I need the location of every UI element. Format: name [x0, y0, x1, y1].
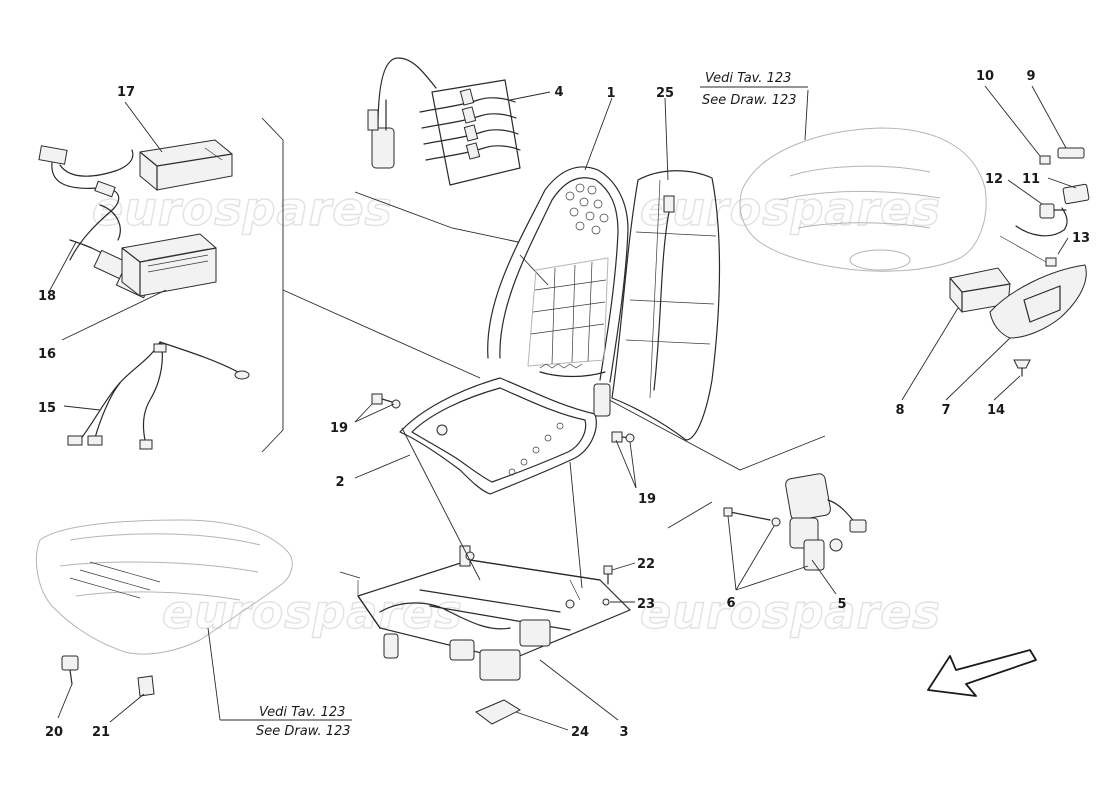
part-16-electronic-module — [121, 233, 217, 297]
part-17-control-box — [139, 139, 233, 191]
callout-23: 23 — [637, 597, 655, 612]
callout-5: 5 — [837, 597, 846, 612]
callout-20: 20 — [45, 725, 63, 740]
watermark-right: eurospares — [640, 182, 941, 236]
part-6-bolts — [723, 507, 781, 527]
part-10-pin — [1039, 155, 1051, 165]
part-1-seat-back-frame — [487, 166, 629, 383]
callout-11: 11 — [1022, 172, 1040, 187]
part-12-connector — [1039, 203, 1067, 219]
part-20-clip — [61, 655, 79, 685]
callout-4: 4 — [554, 85, 563, 100]
callout-8: 8 — [895, 403, 904, 418]
callout-21: 21 — [92, 725, 110, 740]
part-11-switch — [1062, 183, 1090, 205]
callout-24: 24 — [571, 725, 589, 740]
callout-22: 22 — [637, 557, 655, 572]
callout-13: 13 — [1072, 231, 1090, 246]
part-13-cable — [999, 207, 1068, 267]
part-21-bracket — [137, 675, 155, 697]
reference-top-line1: Vedi Tav. 123 — [705, 71, 791, 86]
arrow-down-left-icon — [927, 649, 1037, 697]
seat-cushion-ghost — [739, 127, 987, 272]
watermark-bottom-left: eurospares — [162, 585, 463, 639]
reference-bottom-line1: Vedi Tav. 123 — [259, 705, 345, 720]
callout-14: 14 — [987, 403, 1005, 418]
callout-3: 3 — [619, 725, 628, 740]
leader-lines — [49, 85, 1077, 731]
callout-16: 16 — [38, 347, 56, 362]
part-19-fasteners — [371, 393, 635, 443]
callout-17: 17 — [117, 85, 135, 100]
reference-top: Vedi Tav. 123 See Draw. 123 — [700, 71, 808, 108]
seat-base-ghost — [35, 519, 293, 655]
callout-19-left: 19 — [330, 421, 348, 436]
callout-9: 9 — [1026, 69, 1035, 84]
watermark-bottom-right: eurospares — [640, 585, 941, 639]
callout-15: 15 — [38, 401, 56, 416]
callout-18: 18 — [38, 289, 56, 304]
part-4-lumbar-support — [367, 57, 521, 186]
callout-2: 2 — [335, 475, 344, 490]
reference-bottom: Vedi Tav. 123 See Draw. 123 — [256, 705, 351, 739]
callout-25: 25 — [656, 86, 674, 101]
part-14-clip — [1013, 359, 1031, 377]
watermark-group: eurospares eurospares eurospares eurospa… — [91, 181, 941, 639]
watermark-left: eurospares — [92, 182, 393, 236]
callout-19-right: 19 — [638, 492, 656, 507]
part-8-control-module — [949, 267, 1011, 313]
part-5-motor — [785, 473, 867, 571]
callout-1: 1 — [606, 86, 615, 101]
part-7-side-trim — [989, 264, 1087, 339]
part-24-cover — [475, 699, 522, 725]
part-22-23-screw-nut — [602, 565, 613, 606]
callout-7: 7 — [941, 403, 950, 418]
callout-6: 6 — [726, 596, 735, 611]
reference-top-line2: See Draw. 123 — [702, 93, 797, 108]
callout-labels: 1 2 3 4 5 6 7 8 9 10 11 12 13 14 15 16 1… — [38, 69, 1090, 740]
part-25-back-panel — [611, 170, 721, 441]
callout-12: 12 — [985, 172, 1003, 187]
part-9-cap — [1057, 147, 1085, 159]
part-2-seat-frame — [399, 377, 611, 495]
reference-bottom-line2: See Draw. 123 — [256, 724, 351, 739]
part-15-cable — [67, 341, 250, 450]
callout-10: 10 — [976, 69, 994, 84]
section-lines — [261, 117, 826, 529]
